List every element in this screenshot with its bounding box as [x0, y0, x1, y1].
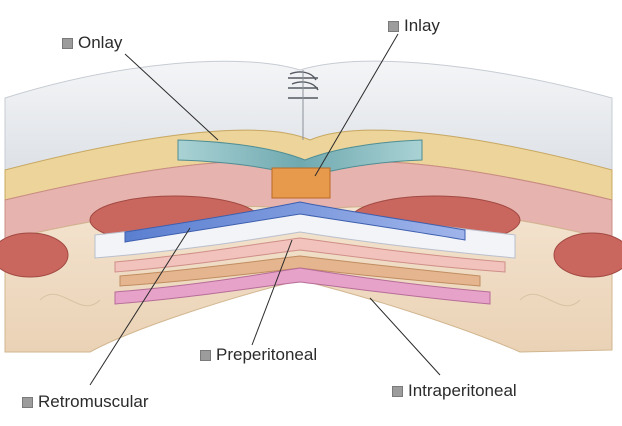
- inlay-mesh: [271, 167, 331, 199]
- label-onlay-text: Onlay: [78, 33, 123, 52]
- tissue-line: [519, 293, 581, 307]
- leader-inlay: [314, 33, 399, 177]
- label-onlay: Onlay: [62, 33, 122, 53]
- label-retromuscular-text: Retromuscular: [38, 392, 149, 411]
- preperitoneal-band: [119, 255, 481, 287]
- preperitoneal-layer: [114, 237, 506, 273]
- label-intraperitoneal-text: Intraperitoneal: [408, 381, 517, 400]
- muscle-right-outer: [553, 232, 622, 278]
- leader-onlay: [124, 53, 219, 141]
- muscle-left-outer: [0, 232, 69, 278]
- tissue-line: [39, 293, 101, 307]
- label-inlay: Inlay: [388, 16, 440, 36]
- gray-square-icon: [200, 349, 211, 361]
- label-retromuscular: Retromuscular: [22, 392, 149, 412]
- label-inlay-text: Inlay: [404, 16, 440, 35]
- leader-intraperitoneal: [369, 297, 441, 376]
- leader-retromuscular: [89, 227, 191, 386]
- label-preperitoneal: Preperitoneal: [200, 345, 317, 365]
- onlay-mesh: [177, 139, 423, 179]
- intraperitoneal-mesh: [114, 267, 491, 305]
- leader-preperitoneal: [251, 239, 293, 346]
- gray-square-icon: [22, 396, 33, 408]
- label-preperitoneal-text: Preperitoneal: [216, 345, 318, 364]
- retromuscular-mesh: [124, 201, 466, 243]
- gray-square-icon: [392, 385, 403, 397]
- label-intraperitoneal: Intraperitoneal: [392, 381, 517, 401]
- gray-square-icon: [62, 37, 73, 49]
- gray-square-icon: [388, 20, 399, 32]
